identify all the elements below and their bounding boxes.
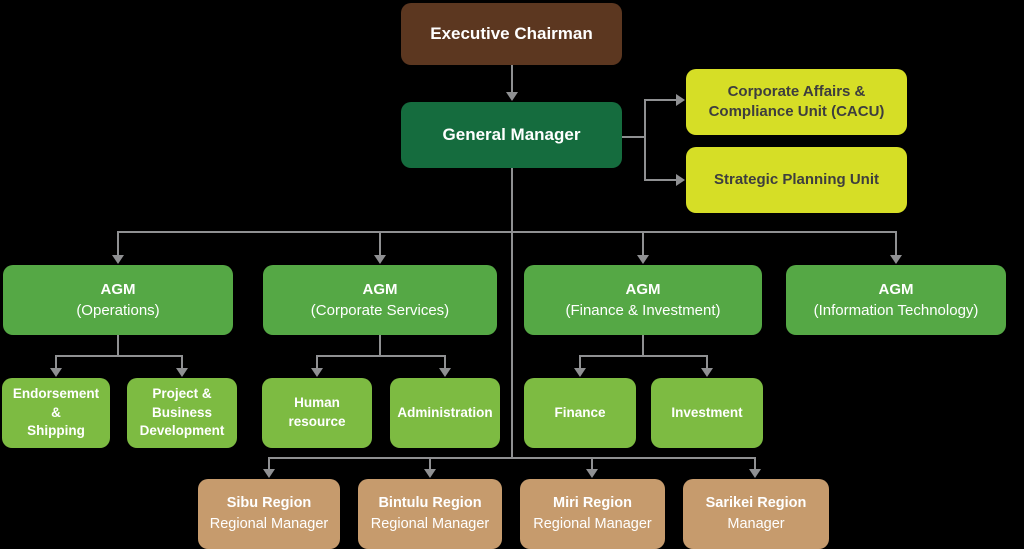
connector-ec-gm-arrow (506, 92, 518, 101)
connector-investment-arrow (701, 368, 713, 377)
node-endorsement-shipping: Endorsement & Shipping (2, 378, 110, 448)
node-line: Human (294, 395, 340, 411)
connector-gm-spu-arrow (676, 174, 685, 186)
node-title: AGM (362, 281, 398, 298)
connector-regional-bus (268, 457, 756, 459)
connector-bintulu-arrow (424, 469, 436, 478)
connector-agm-corporate-drop (379, 231, 381, 256)
node-line: & (51, 404, 61, 420)
connector-endorsement-drop (55, 355, 57, 369)
connector-sarikei-drop (754, 457, 756, 470)
connector-finance-arrow (574, 368, 586, 377)
node-agm-finance-investment: AGM (Finance & Investment) (524, 265, 762, 335)
connector-human-resource-drop (316, 355, 318, 369)
connector-finance-inv-stub (642, 335, 644, 356)
connector-agm-corporate-arrow (374, 255, 386, 264)
node-line: Investment (671, 404, 743, 420)
node-general-manager: General Manager (401, 102, 622, 168)
connector-gm-trunk-line (511, 167, 513, 459)
node-label: General Manager (442, 125, 581, 144)
node-role: Manager (727, 516, 785, 532)
node-line: Endorsement (12, 385, 100, 401)
node-role: Regional Manager (370, 516, 490, 532)
node-title: AGM (100, 281, 136, 298)
node-subtitle: (Information Technology) (813, 302, 979, 319)
connector-gm-spu-line (644, 179, 677, 181)
node-investment: Investment (651, 378, 763, 448)
connector-finance-drop (579, 355, 581, 369)
connector-administration-drop (444, 355, 446, 369)
connector-gm-cacu-line (644, 99, 677, 101)
connector-sarikei-arrow (749, 469, 761, 478)
node-region: Sibu Region (226, 495, 312, 512)
connector-gm-cacu-arrow (676, 94, 685, 106)
node-finance: Finance (524, 378, 636, 448)
connector-operations-bus (55, 355, 183, 357)
connector-investment-drop (706, 355, 708, 369)
node-label: Strategic Planning Unit (713, 171, 879, 189)
node-strategic-planning-unit: Strategic Planning Unit (686, 147, 907, 213)
connector-ec-gm-line (511, 64, 513, 93)
connector-human-resource-arrow (311, 368, 323, 377)
node-line: resource (288, 414, 346, 429)
node-line: Project & (152, 385, 212, 401)
node-agm-information-technology: AGM (Information Technology) (786, 265, 1006, 335)
connector-gm-units-stub (622, 136, 646, 138)
node-human-resource: Human resource (262, 378, 372, 448)
connector-gm-units-riser (644, 99, 646, 181)
connector-miri-arrow (586, 469, 598, 478)
connector-finance-inv-bus (579, 355, 708, 357)
node-cacu: Corporate Affairs & Compliance Unit (CAC… (686, 69, 907, 135)
connector-sibu-drop (268, 457, 270, 470)
connector-agm-finance-arrow (637, 255, 649, 264)
node-subtitle: (Corporate Services) (310, 302, 450, 319)
connector-endorsement-arrow (50, 368, 62, 377)
node-line: Business (151, 404, 213, 420)
node-line: Shipping (27, 423, 85, 439)
node-project-business-development: Project & Business Development (127, 378, 237, 448)
node-line: Development (139, 423, 225, 439)
connector-operations-stub (117, 335, 119, 356)
node-bintulu-regional-manager: Bintulu Region Regional Manager (358, 479, 502, 549)
connector-agm-operations-arrow (112, 255, 124, 264)
node-executive-chairman: Executive Chairman (401, 3, 622, 65)
connector-agm-operations-drop (117, 231, 119, 256)
connector-project-drop (181, 355, 183, 369)
node-miri-regional-manager: Miri Region Regional Manager (520, 479, 665, 549)
node-region: Miri Region (553, 495, 632, 512)
node-title: AGM (878, 281, 914, 298)
connector-miri-drop (591, 457, 593, 470)
node-subtitle: (Finance & Investment) (565, 302, 721, 319)
node-region: Sarikei Region (705, 495, 807, 512)
node-subtitle: (Operations) (76, 302, 160, 319)
node-administration: Administration (390, 378, 500, 448)
node-role: Regional Manager (533, 516, 652, 532)
connector-sibu-arrow (263, 469, 275, 478)
connector-agm-it-arrow (890, 255, 902, 264)
connector-bintulu-drop (429, 457, 431, 470)
connector-agm-bus (117, 231, 897, 233)
node-line: Administration (397, 404, 493, 420)
node-line: Finance (554, 404, 606, 420)
node-agm-corporate-services: AGM (Corporate Services) (263, 265, 497, 335)
node-region: Bintulu Region (378, 495, 482, 512)
connector-agm-finance-drop (642, 231, 644, 256)
connector-corporate-stub (379, 335, 381, 356)
node-title: AGM (625, 281, 661, 298)
node-role: Regional Manager (209, 516, 329, 532)
connector-agm-it-drop (895, 231, 897, 256)
connector-project-arrow (176, 368, 188, 377)
node-sarikei-region-manager: Sarikei Region Manager (683, 479, 829, 549)
node-agm-operations: AGM (Operations) (3, 265, 233, 335)
node-label: Executive Chairman (430, 24, 593, 43)
node-label: Corporate Affairs & Compliance Unit (CAC… (708, 83, 885, 120)
node-sibu-regional-manager: Sibu Region Regional Manager (198, 479, 340, 549)
connector-administration-arrow (439, 368, 451, 377)
connector-corporate-bus (316, 355, 446, 357)
